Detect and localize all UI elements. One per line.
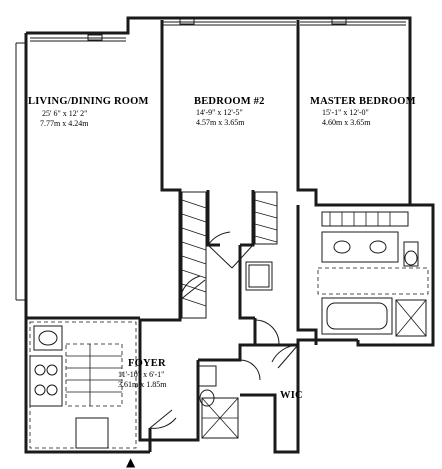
wic-name: WIC [280,390,303,401]
room-labels: LIVING/DINING ROOM 25' 6" x 12' 2" 7.77m… [28,96,416,469]
master-bathroom [317,211,429,335]
foyer-dim-metric: 3.61m x 1.85m [118,380,167,389]
bedroom2-dim-imperial: 14'-9" x 12'-5" [196,108,243,117]
interior-walls [26,20,410,442]
entry-arrow-icon: ▲ [126,455,136,469]
foyer-dim-imperial: 11'-10" x 6'-1" [118,370,164,379]
master-bedroom-dim-imperial: 15'-1" x 12'-0" [322,108,369,117]
living-room-dim-metric: 7.77m x 4.24m [40,119,89,128]
stove-icon [29,355,63,407]
sink-icon [33,325,63,351]
bedroom2-name: BEDROOM #2 [194,96,265,107]
bedroom2-dim-metric: 4.57m x 3.65m [196,118,245,127]
bathtub-icon [321,297,393,335]
master-bedroom-name: MASTER BEDROOM [310,96,416,107]
toilet-icon [403,241,419,267]
doors [149,231,299,429]
living-room-name: LIVING/DINING ROOM [28,96,149,107]
washer-icon [245,261,273,291]
sink-icon [369,240,387,254]
master-bedroom-dim-metric: 4.60m x 3.65m [322,118,371,127]
refrigerator-icon [75,417,109,449]
exterior-walls [15,16,435,454]
foyer-name: FOYER [128,358,166,369]
fixtures [29,261,273,449]
living-room-dim-imperial: 25' 6" x 12' 2" [42,109,87,118]
windows [30,18,406,42]
closet-hatching [181,191,427,439]
sink-icon [333,240,351,254]
toilet-icon [197,365,217,387]
